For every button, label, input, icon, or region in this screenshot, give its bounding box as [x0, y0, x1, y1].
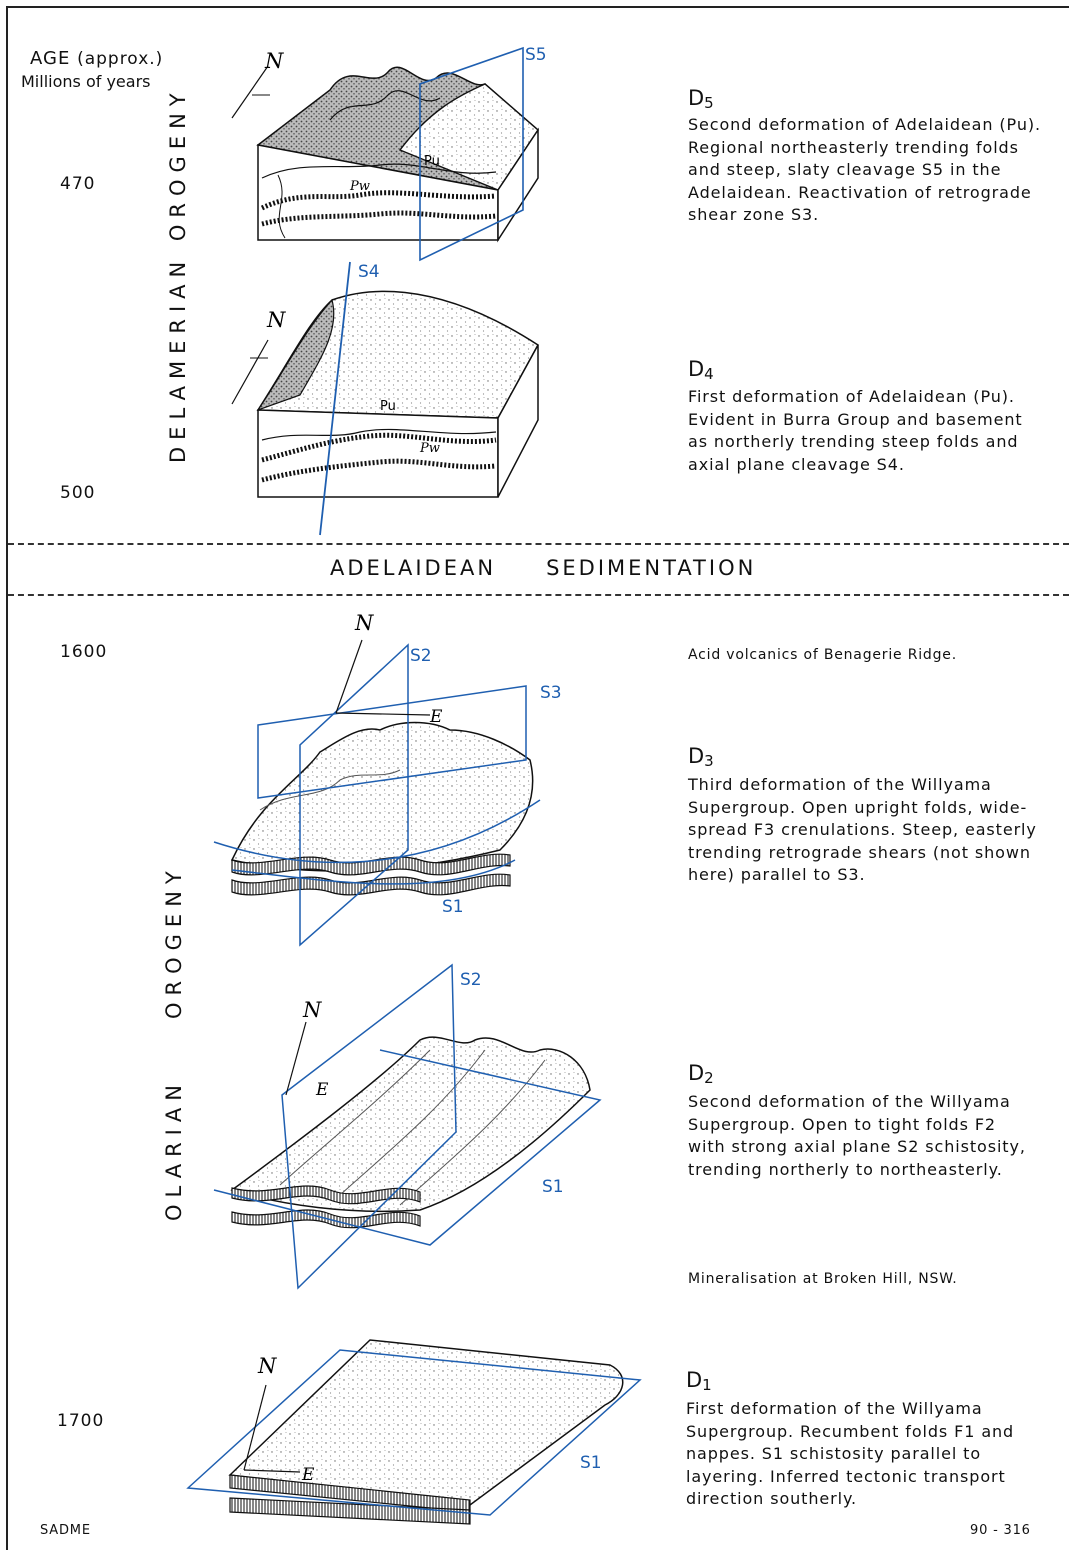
volcanics-note: Acid volcanics of Benagerie Ridge.	[688, 647, 957, 663]
event-text-d1: First deformation of the Willyama Superg…	[686, 1398, 1056, 1511]
event-text-d5: Second deformation of Adelaidean (Pu). R…	[688, 114, 1058, 227]
pu-label-d4: Pu	[380, 399, 396, 414]
pw-label-d5: Pw	[349, 179, 370, 194]
s1-label-d3: S1	[442, 897, 464, 917]
age-500: 500	[60, 483, 96, 503]
d4-line: First deformation of Adelaidean (Pu).	[688, 387, 1015, 406]
d4-line: Evident in Burra Group and basement	[688, 409, 1023, 429]
d1-block-diagram	[228, 1339, 624, 1525]
d4-block-diagram	[231, 290, 539, 498]
age-axis-title: AGE (approx.)	[30, 48, 163, 69]
d1-line: nappes. S1 schistosity parallel to	[686, 1444, 982, 1463]
banner-word-2: SEDIMENTATION	[546, 556, 757, 580]
event-text-d3: Third deformation of the Willyama Superg…	[688, 774, 1058, 887]
s4-plane	[319, 261, 351, 536]
age-axis-units: Millions of years	[21, 72, 151, 91]
d5-line: shear zone S3.	[688, 205, 820, 224]
d5-line: Adelaidean. Reactivation of retrograde	[688, 182, 1032, 202]
top-border	[8, 6, 1069, 8]
d5-line: Regional northeasterly trending folds	[688, 137, 1019, 157]
d4-line: as northerly trending steep folds and	[688, 432, 1019, 451]
d3-line: here) parallel to S3.	[688, 865, 866, 884]
footer-agency: SADME	[40, 1523, 91, 1538]
d2-line: trending northerly to northeasterly.	[688, 1159, 1003, 1179]
s2-label-d2: S2	[460, 970, 482, 990]
footer-code: 90 - 316	[970, 1523, 1031, 1538]
event-title-d1: D1	[686, 1368, 712, 1394]
pw-label-d4: Pw	[419, 441, 440, 456]
sedimentation-banner: ADELAIDEAN SEDIMENTATION	[330, 556, 756, 580]
east-label-d1: E	[301, 1465, 315, 1485]
d2-line: with strong axial plane S2 schistosity,	[688, 1137, 1026, 1156]
d2-line: Supergroup. Open to tight folds F2	[688, 1114, 997, 1134]
event-text-d2: Second deformation of the Willyama Super…	[688, 1091, 1058, 1181]
d1-line: Supergroup. Recumbent folds F1 and	[686, 1421, 1015, 1441]
divider-line-top	[8, 543, 1069, 545]
east-label-d3: E	[429, 707, 443, 727]
d3-line: trending retrograde shears (not shown	[688, 842, 1031, 862]
age-qualifier: (approx.)	[77, 49, 164, 69]
d4-line: axial plane cleavage S4.	[688, 454, 905, 474]
north-label-d3: N	[354, 611, 374, 635]
divider-line-bottom	[8, 594, 1069, 596]
d1-line: layering. Inferred tectonic transport	[686, 1466, 1006, 1486]
age-label: AGE	[30, 48, 71, 69]
d5-line: Second deformation of Adelaidean (Pu).	[688, 115, 1041, 134]
event-title-d2: D2	[688, 1061, 714, 1087]
north-label-d4: N	[266, 308, 286, 332]
age-470: 470	[60, 174, 96, 194]
event-title-d4: D4	[688, 357, 714, 383]
pu-label-d5: Pu	[424, 154, 440, 169]
s2-label-d3: S2	[410, 646, 432, 666]
age-1700: 1700	[57, 1411, 105, 1431]
north-label-d2: N	[302, 998, 322, 1022]
event-title-d3: D3	[688, 744, 714, 770]
d3-planes	[213, 639, 541, 947]
s5-label: S5	[525, 45, 547, 65]
d3-line: spread F3 crenulations. Steep, easterly	[688, 820, 1037, 839]
s1-label-d1: S1	[580, 1453, 602, 1473]
s4-label: S4	[358, 262, 380, 282]
d2-planes	[213, 963, 602, 1290]
d1-line: direction southerly.	[686, 1489, 858, 1508]
s1-label-d2: S1	[542, 1177, 564, 1197]
d2-line: Second deformation of the Willyama	[688, 1092, 1011, 1111]
east-label-d2: E	[315, 1080, 329, 1100]
north-label-d5: N	[264, 49, 284, 73]
d5-block-diagram	[231, 65, 539, 243]
s5-plane	[419, 46, 524, 262]
d3-block-diagram	[230, 721, 534, 896]
event-text-d4: First deformation of Adelaidean (Pu). Ev…	[688, 386, 1058, 476]
d3-line: Supergroup. Open upright folds, wide-	[688, 797, 1028, 817]
banner-word-1: ADELAIDEAN	[330, 556, 497, 580]
age-1600: 1600	[60, 642, 108, 662]
d1-line: First deformation of the Willyama	[686, 1399, 983, 1418]
left-border	[6, 6, 8, 1550]
s3-label-d3: S3	[540, 683, 562, 703]
north-label-d1: N	[257, 1354, 277, 1378]
mineralisation-note: Mineralisation at Broken Hill, NSW.	[688, 1271, 958, 1287]
d3-line: Third deformation of the Willyama	[688, 775, 992, 794]
event-title-d5: D5	[688, 86, 714, 112]
s1-plane-d1	[186, 1349, 642, 1516]
d5-line: and steep, slaty cleavage S5 in the	[688, 160, 1002, 179]
